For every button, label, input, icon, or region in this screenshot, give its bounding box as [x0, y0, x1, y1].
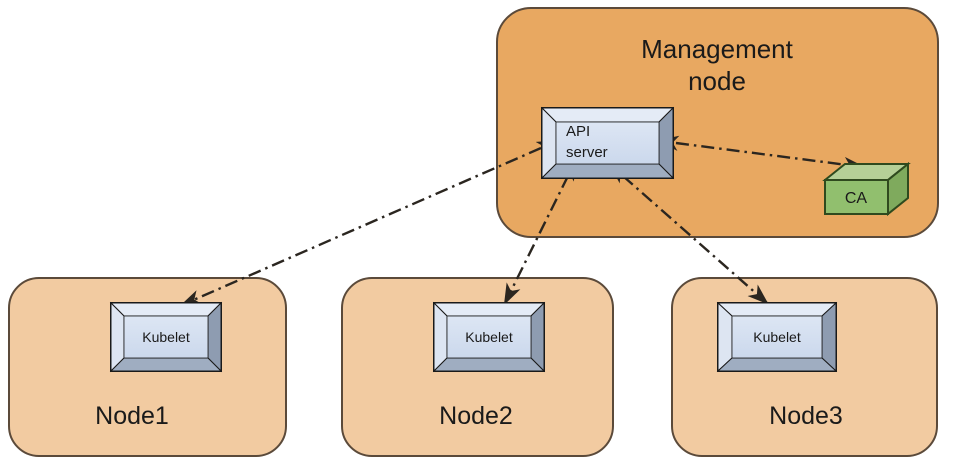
- kubelet-node3-face: [731, 315, 823, 359]
- kubelet-box-node2[interactable]: Kubelet: [432, 301, 546, 373]
- management-node-title-line2: node: [688, 66, 746, 96]
- kubelet-node2-bevel-top: [432, 302, 546, 317]
- kubelet-node1-bevel-top: [109, 302, 223, 317]
- management-node-title-line1: Management: [641, 34, 794, 64]
- api-server-box[interactable]: API server: [540, 106, 675, 180]
- api-server-face: [555, 121, 660, 165]
- kubelet-node1-face: [123, 315, 209, 359]
- worker-node-3-label: Node3: [769, 402, 843, 430]
- kubelet-node1-label: Kubelet: [142, 329, 190, 345]
- kubelet-node3-bevel-bottom: [716, 357, 838, 372]
- connector-api-server-to-node2-kubelet[interactable]: [503, 158, 577, 306]
- api-server-bevel-bottom: [540, 163, 675, 179]
- ca-label: CA: [845, 190, 868, 207]
- ca-box-front-face: [824, 179, 889, 215]
- kubelet-node3-label: Kubelet: [753, 329, 801, 345]
- connector-api-server-to-ca[interactable]: [656, 135, 866, 173]
- kubelet-node2-face: [446, 315, 532, 359]
- kubelet-node1-bevel-bottom: [109, 357, 223, 372]
- worker-node-1-label: Node1: [95, 402, 169, 430]
- api-server-label-line1: API: [566, 123, 590, 140]
- kubelet-box-node1[interactable]: Kubelet: [109, 301, 223, 373]
- api-server-bevel-top: [540, 107, 675, 123]
- api-server-label-line2: server: [566, 144, 608, 161]
- kubelet-node2-bevel-bottom: [432, 357, 546, 372]
- worker-node-2-label: Node2: [439, 402, 513, 430]
- kubelet-node3-bevel-top: [716, 302, 838, 317]
- connector-group: [179, 135, 866, 307]
- kubelet-box-node3[interactable]: Kubelet: [716, 301, 838, 373]
- kubelet-node2-label: Kubelet: [465, 329, 513, 345]
- ca-box[interactable]: CA: [822, 161, 911, 217]
- connector-api-server-to-node3-kubelet[interactable]: [608, 163, 769, 305]
